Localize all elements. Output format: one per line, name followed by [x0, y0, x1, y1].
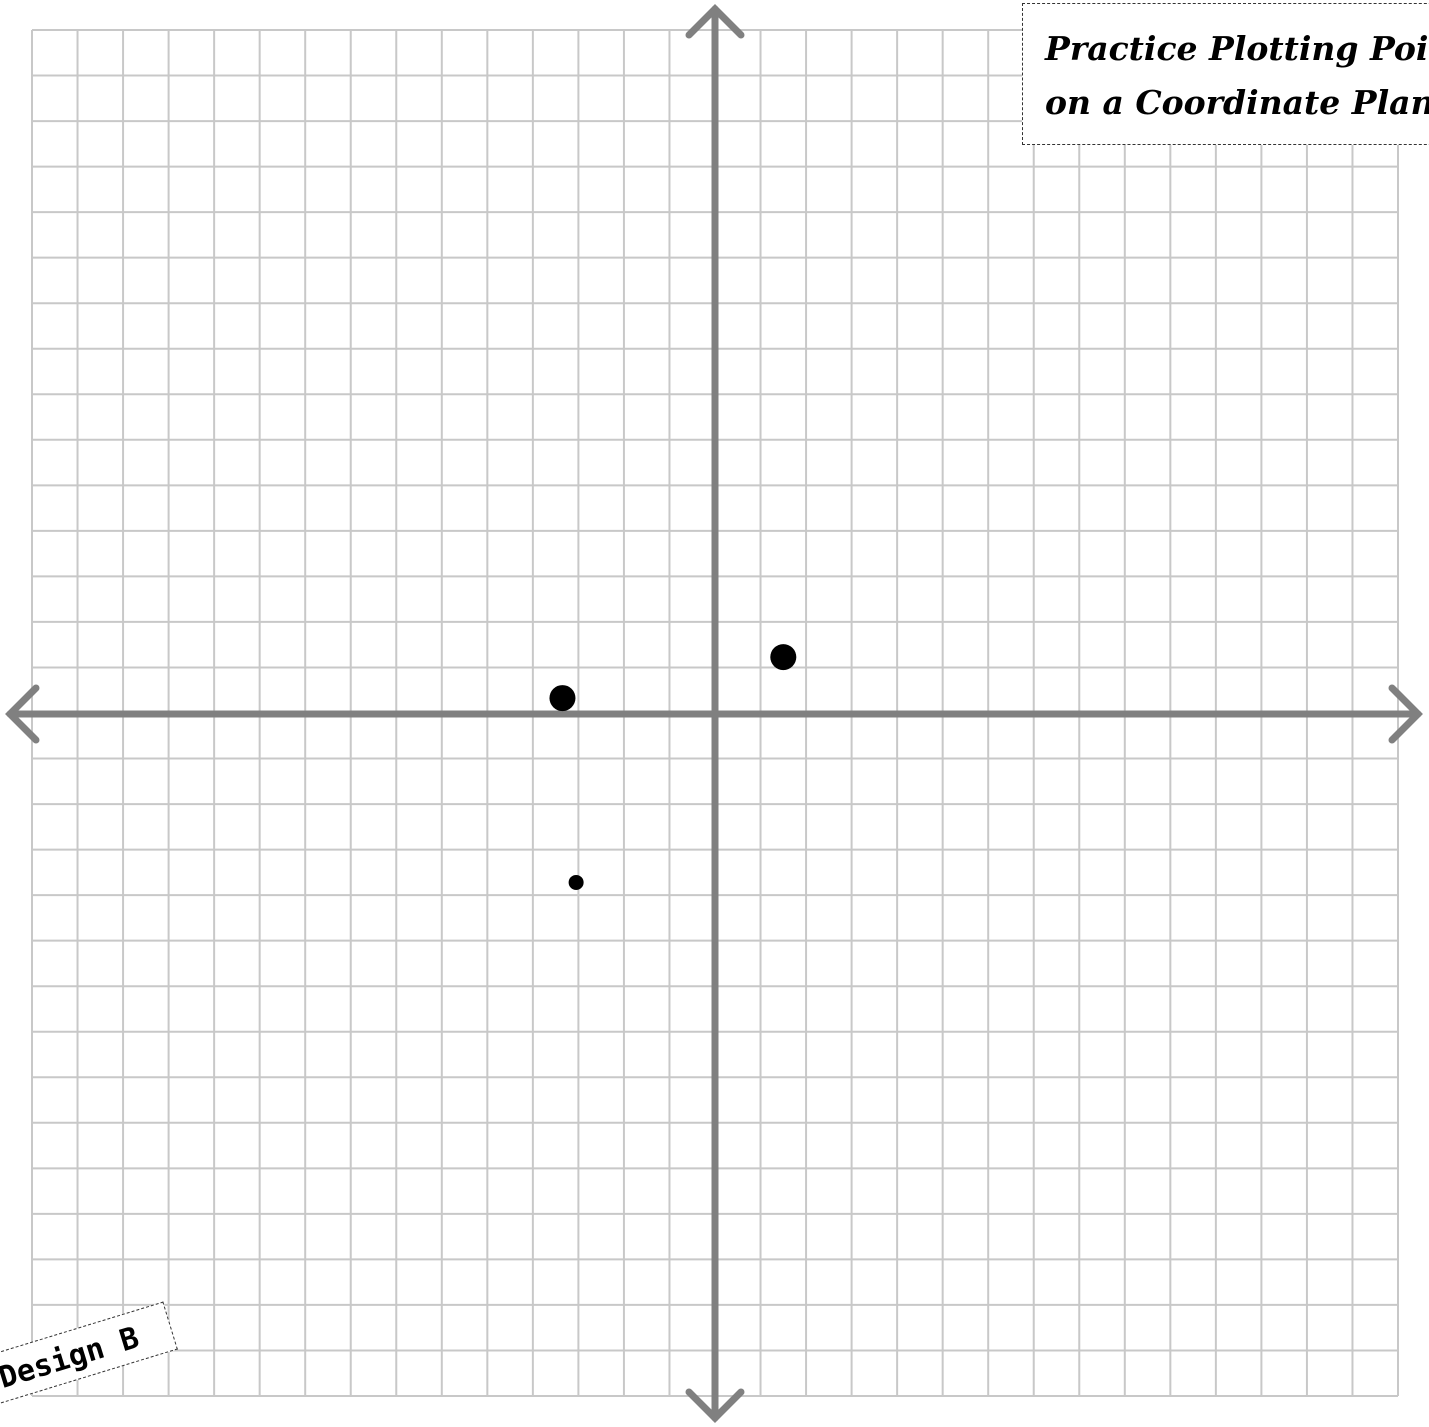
x-axis-arrow-left [5, 684, 40, 744]
x-axis-arrow-right [1388, 684, 1423, 744]
data-point [770, 644, 797, 671]
data-point [549, 685, 576, 712]
data-point [568, 874, 584, 890]
title-box: Practice Plotting Poin on a Coordinate P… [1022, 3, 1429, 145]
data-points [549, 644, 797, 890]
title-line-1: Practice Plotting Poin [1045, 29, 1429, 68]
y-axis-arrow-up [685, 4, 745, 39]
axes [5, 4, 1423, 1423]
title-line-2: on a Coordinate Plane [1045, 83, 1429, 122]
y-axis-arrow-down [685, 1388, 745, 1423]
